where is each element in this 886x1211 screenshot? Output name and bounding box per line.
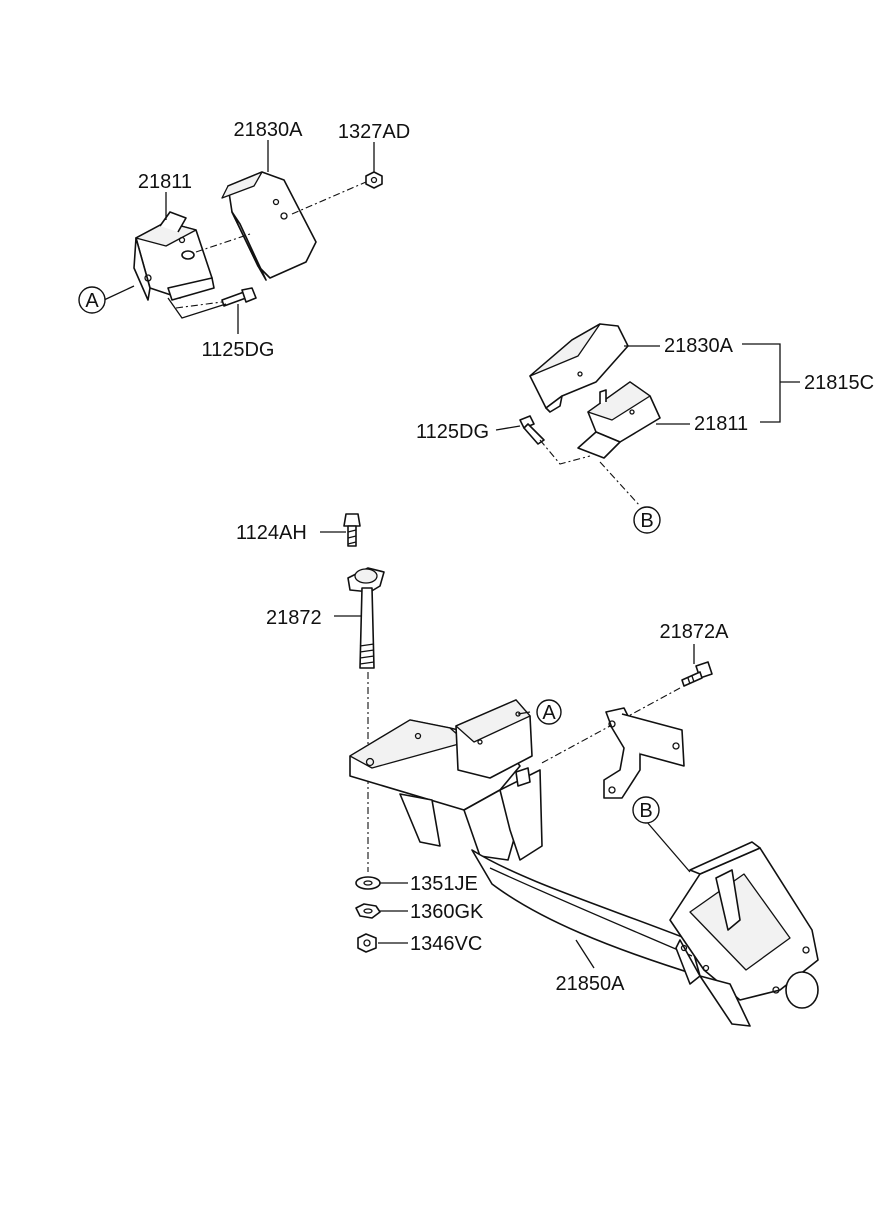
callout-b-mount: B (633, 506, 661, 534)
label-21830A-right: 21830A (664, 335, 734, 357)
label-21850A: 21850A (556, 973, 626, 995)
cover-plate-21830A-left (221, 171, 317, 281)
nut-1327AD-icon (365, 171, 383, 189)
bolt-1125DG-left-icon (221, 287, 257, 307)
label-1360GK: 1360GK (410, 901, 484, 923)
leader-lines (103, 140, 800, 969)
label-1125DG-right: 1125DG (416, 421, 489, 443)
cover-plate-21830A-right (529, 323, 629, 413)
svg-text:B: B (639, 800, 652, 822)
svg-text:A: A (542, 702, 556, 724)
callout-a-frame: A (536, 699, 562, 725)
callout-b-frame: B (632, 796, 660, 824)
label-21815C: 21815C (804, 372, 874, 394)
label-1351JE: 1351JE (410, 873, 478, 895)
crossmember-21850A (349, 699, 819, 1027)
label-21830A-top: 21830A (234, 119, 304, 141)
mount-block-21811-right (577, 381, 661, 459)
label-21872: 21872 (266, 607, 322, 629)
svg-text:B: B (640, 510, 653, 532)
bolt-21872A-icon (681, 661, 713, 687)
mount-block-21811-left (133, 211, 215, 301)
label-1346VC: 1346VC (410, 933, 482, 955)
long-bolt-21872-icon (347, 567, 385, 669)
label-1124AH: 1124AH (236, 522, 307, 544)
engine-mount-assembly-left (133, 171, 383, 319)
label-21811-right: 21811 (694, 413, 748, 435)
bolt-1124AH-icon (343, 513, 361, 547)
label-1327AD: 1327AD (338, 121, 410, 143)
engine-mount-assembly-right (519, 323, 661, 507)
label-1125DG-top: 1125DG (201, 339, 274, 361)
svg-text:A: A (85, 290, 99, 312)
label-21872A: 21872A (660, 621, 730, 643)
washer-1351JE-icon (355, 876, 381, 890)
nut-1346VC-icon (357, 933, 377, 953)
support-bracket (515, 707, 685, 799)
bolt-1125DG-right-icon (519, 415, 545, 445)
label-21811-top: 21811 (138, 171, 192, 193)
nut-1360GK-icon (355, 903, 381, 919)
callout-a-top: A (78, 286, 106, 314)
